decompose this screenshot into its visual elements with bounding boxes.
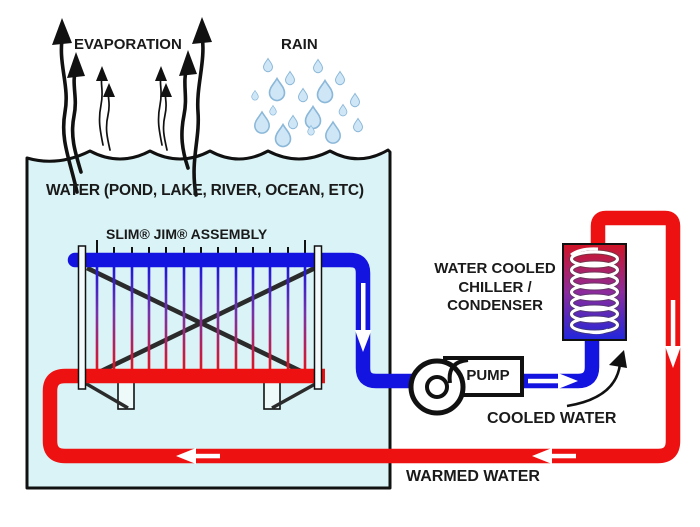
cooled-water-label: COOLED WATER — [487, 410, 617, 427]
assembly-label: SLIM® JIM® ASSEMBLY — [106, 226, 268, 242]
chiller-label-line1: WATER COOLED — [434, 260, 556, 277]
evaporation-label: EVAPORATION — [74, 36, 182, 53]
chiller-label-line2: CHILLER / — [458, 278, 532, 296]
evaporation-arrows-icon — [52, 17, 212, 197]
flow-arrows — [176, 283, 681, 464]
chiller-label: WATER COOLED CHILLER / CONDENSER — [425, 260, 565, 316]
chiller-coil — [569, 247, 620, 335]
rain-label: RAIN — [281, 36, 318, 53]
rain-drops-icon — [251, 58, 363, 148]
warmed-water-label: WARMED WATER — [406, 468, 540, 485]
water-body-label: WATER (POND, LAKE, RIVER, OCEAN, ETC) — [46, 182, 364, 199]
cooled-water-arrow-icon — [566, 350, 627, 408]
pump-icon — [408, 356, 524, 416]
pump-label: PUMP — [466, 367, 510, 384]
chiller-condenser-icon — [562, 243, 627, 341]
chiller-label-line3: CONDENSER — [447, 297, 543, 314]
slim-jim-assembly — [84, 240, 318, 410]
warm-water-pipe — [42, 210, 681, 464]
exchanger-end-posts — [77, 245, 323, 390]
exchanger-tubes — [95, 262, 307, 375]
leg-braces — [84, 381, 318, 410]
